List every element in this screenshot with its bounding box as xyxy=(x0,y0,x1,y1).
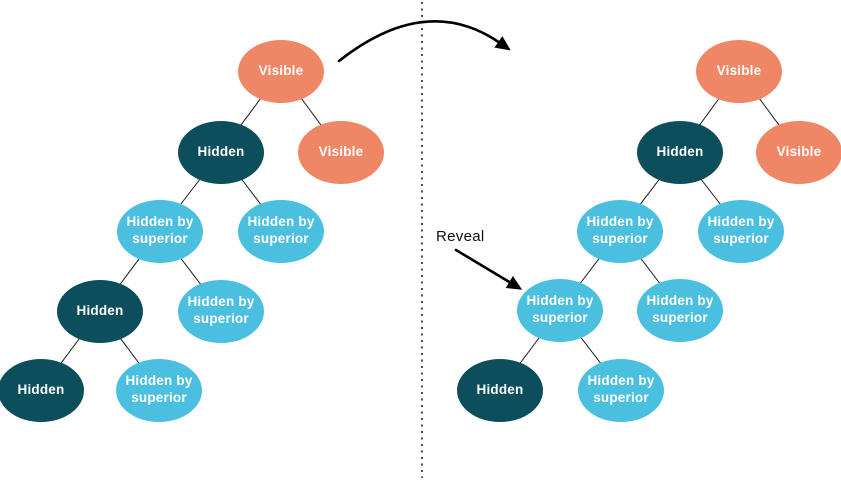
tree-edge xyxy=(40,310,101,391)
tree-edge xyxy=(280,70,342,153)
tree-edges-group xyxy=(40,70,800,391)
tree-edge xyxy=(559,309,622,391)
tree-edge xyxy=(499,309,561,391)
tree-edge xyxy=(159,230,222,312)
tree-edge xyxy=(679,151,742,232)
tree-edge xyxy=(738,70,800,153)
tree-edge xyxy=(619,230,681,311)
tree-edge xyxy=(159,151,222,232)
reveal-arrow xyxy=(454,248,523,290)
tree-edge xyxy=(99,310,160,391)
tree-edge xyxy=(220,151,282,232)
tree-edge xyxy=(619,151,681,232)
reveal-label: Reveal xyxy=(436,228,485,245)
tree-edge xyxy=(679,70,740,153)
tree-edge xyxy=(99,230,161,312)
transform-arrow xyxy=(337,20,511,63)
tree-edge xyxy=(220,70,282,153)
tree-edge xyxy=(559,230,621,311)
